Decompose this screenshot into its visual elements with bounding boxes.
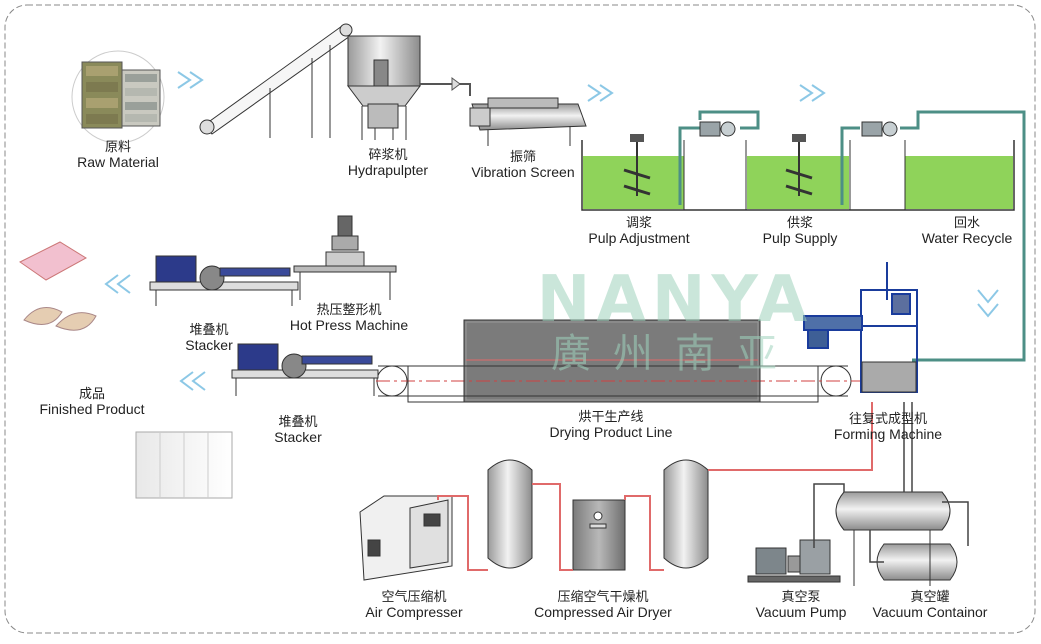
air-tank-1 xyxy=(487,459,533,569)
label-en: Compressed Air Dryer xyxy=(534,604,672,620)
label-finished-product: 成品 Finished Product xyxy=(27,387,157,417)
stacker-bottom-machine xyxy=(231,343,379,396)
raw-material-image xyxy=(71,50,165,144)
label-water-recycle: 回水 Water Recycle xyxy=(907,216,1027,246)
label-en: Pulp Adjustment xyxy=(588,230,690,246)
label-zh: 烘干生产线 xyxy=(578,410,644,425)
label-pulp-supply: 供浆 Pulp Supply xyxy=(745,216,855,246)
inclined-conveyor xyxy=(199,23,353,138)
label-en: Vibration Screen xyxy=(471,164,575,180)
finished-product-images xyxy=(19,241,233,499)
vacuum-tanks xyxy=(835,491,958,586)
hot-press-machine xyxy=(293,215,397,300)
label-en: Hot Press Machine xyxy=(289,317,409,333)
label-en: Stacker xyxy=(185,337,233,353)
label-drying-line: 烘干生产线 Drying Product Line xyxy=(536,410,686,440)
label-en: Drying Product Line xyxy=(549,424,673,440)
air-dryer-machine xyxy=(572,499,626,571)
label-zh: 热压整形机 xyxy=(316,303,382,318)
label-zh: 成品 xyxy=(78,387,105,402)
pump-motors xyxy=(699,121,898,137)
label-en: Vacuum Pump xyxy=(755,604,847,620)
label-zh: 堆叠机 xyxy=(278,415,318,430)
label-zh: 真空罐 xyxy=(910,590,950,605)
label-zh: 振筛 xyxy=(509,150,536,165)
label-en: Water Recycle xyxy=(921,230,1013,246)
label-hydrapulpter: 碎浆机 Hydrapulpter xyxy=(328,148,448,178)
label-en: Pulp Supply xyxy=(762,230,838,246)
air-tank-2 xyxy=(663,459,709,569)
label-zh: 碎浆机 xyxy=(368,148,408,163)
label-en: Vacuum Containor xyxy=(872,604,988,620)
drying-line xyxy=(376,319,860,403)
label-en: Forming Machine xyxy=(833,426,943,442)
label-pulp-adjustment: 调浆 Pulp Adjustment xyxy=(574,216,704,246)
label-en: Air Compresser xyxy=(365,604,463,620)
label-zh: 调浆 xyxy=(625,216,652,231)
vibration-screen-machine xyxy=(469,97,587,146)
label-zh: 回水 xyxy=(953,216,980,231)
label-zh: 原料 xyxy=(104,140,131,155)
label-zh: 空气压缩机 xyxy=(381,590,447,605)
label-en: Finished Product xyxy=(39,401,145,417)
label-air-dryer: 压缩空气干燥机 Compressed Air Dryer xyxy=(518,590,688,620)
flow-arrows xyxy=(104,71,999,391)
pulp-tanks xyxy=(581,134,1015,211)
vacuum-pump-machine xyxy=(747,539,841,583)
label-vibration-screen: 振筛 Vibration Screen xyxy=(458,150,588,180)
label-zh: 真空泵 xyxy=(781,590,821,605)
label-stacker-bottom: 堆叠机 Stacker xyxy=(258,415,338,445)
label-en: Hydrapulpter xyxy=(347,162,429,178)
label-en: Stacker xyxy=(274,429,322,445)
vacuum-pipes xyxy=(813,402,969,563)
label-forming-machine: 往复式成型机 Forming Machine xyxy=(823,412,953,442)
forming-machine-frame xyxy=(803,262,918,393)
label-en: Raw Material xyxy=(77,154,159,170)
air-compressor-machine xyxy=(359,495,453,581)
label-vacuum-container: 真空罐 Vacuum Containor xyxy=(865,590,995,620)
label-air-compressor: 空气压缩机 Air Compresser xyxy=(349,590,479,620)
label-raw-material: 原料 Raw Material xyxy=(63,140,173,170)
label-zh: 往复式成型机 xyxy=(848,412,927,427)
pulp-pipe xyxy=(420,77,471,96)
stacker-top-machine xyxy=(149,255,299,306)
label-vacuum-pump: 真空泵 Vacuum Pump xyxy=(746,590,856,620)
air-pipes xyxy=(437,402,873,571)
pumps-and-pipes xyxy=(678,110,1026,362)
label-stacker-top: 堆叠机 Stacker xyxy=(169,323,249,353)
label-zh: 供浆 xyxy=(786,216,813,231)
label-zh: 压缩空气干燥机 xyxy=(557,590,649,605)
hydrapulper-machine xyxy=(347,35,421,140)
label-hot-press: 热压整形机 Hot Press Machine xyxy=(279,303,419,333)
label-zh: 堆叠机 xyxy=(189,323,229,338)
